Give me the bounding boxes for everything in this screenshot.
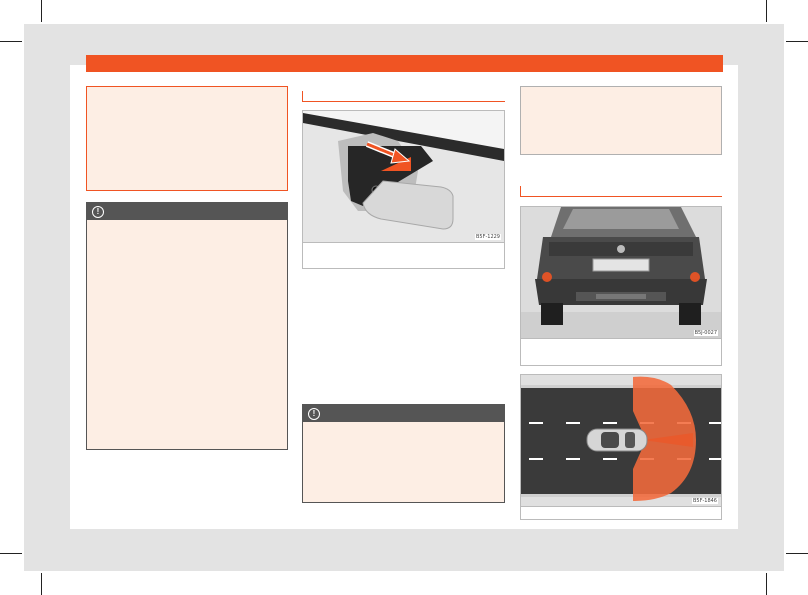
note-box (520, 86, 722, 155)
warning-box: ! (86, 202, 288, 450)
exclamation-circle-icon: ! (308, 407, 320, 420)
rear-view-figure: B5J-0027 (520, 206, 722, 339)
section-rule-tick (520, 186, 521, 196)
section-rule (520, 196, 722, 197)
car-top-view (586, 428, 648, 452)
figure-code: B5F-1229 (474, 234, 501, 240)
road-figure: B5F-1846 (520, 374, 722, 507)
warning-box: ! (302, 404, 505, 503)
note-box (86, 86, 288, 191)
header-band (86, 55, 723, 72)
figure-code: B5J-0027 (693, 330, 718, 336)
warning-header: ! (303, 405, 504, 422)
section-rule (302, 101, 505, 102)
camera-illustration (303, 111, 504, 242)
road-illustration (521, 375, 721, 506)
warning-header: ! (87, 203, 287, 220)
figure-code: B5F-1846 (691, 498, 718, 504)
exclamation-circle-icon: ! (92, 205, 104, 218)
figure-caption (302, 243, 505, 269)
figure-caption (520, 339, 722, 366)
rear-view-illustration (521, 207, 721, 338)
arrow-icon (365, 141, 411, 164)
section-rule-tick (302, 91, 303, 101)
camera-figure: B5F-1229 (302, 110, 505, 243)
figure-caption (520, 507, 722, 520)
